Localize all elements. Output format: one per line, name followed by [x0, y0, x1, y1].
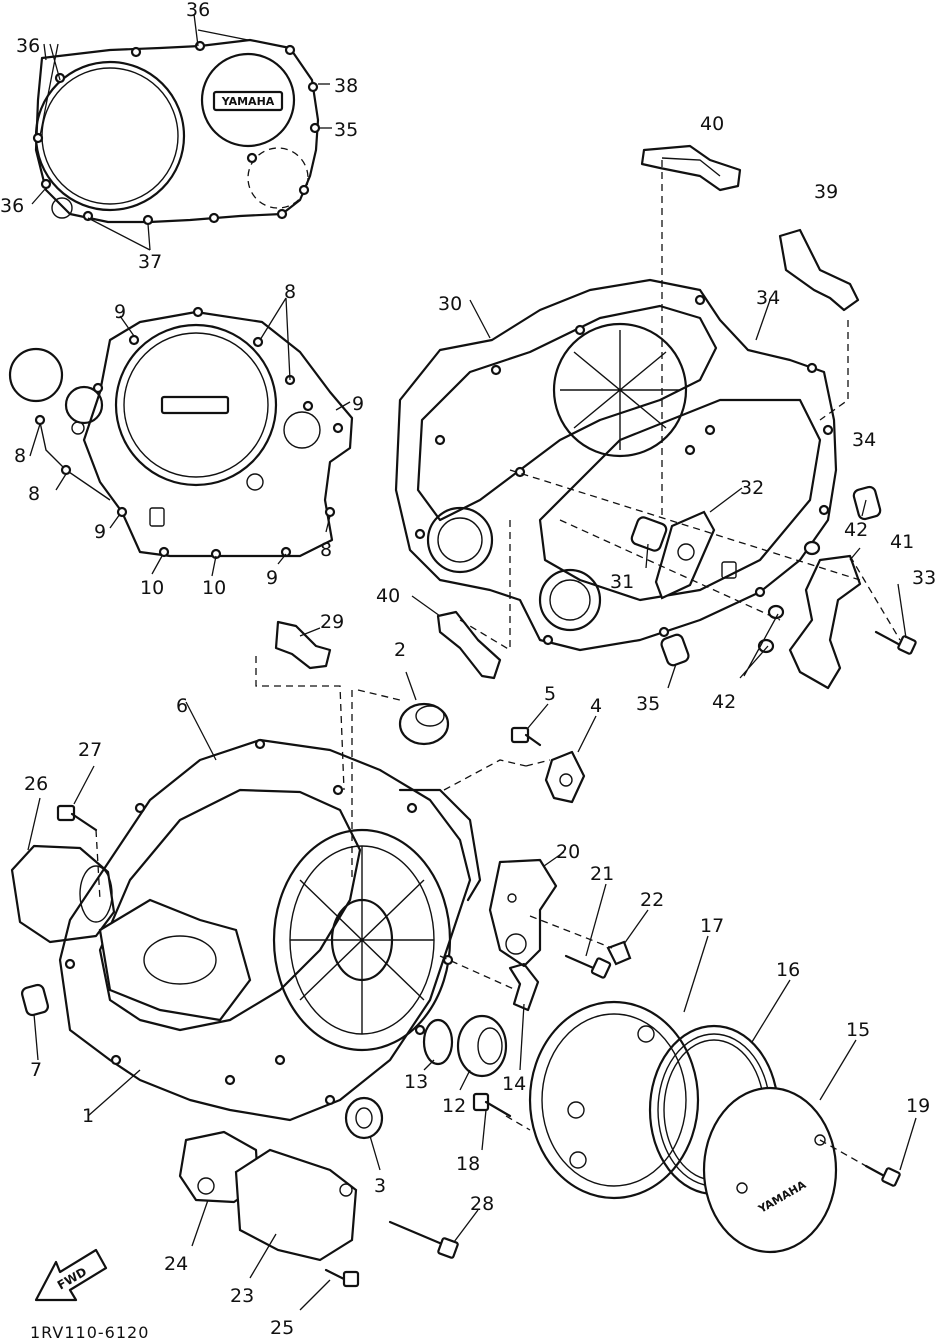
callout-12: 13 — [404, 1071, 428, 1093]
callout-22: 23 — [230, 1285, 254, 1307]
dowel-34-upper — [852, 485, 882, 521]
outer-cover-assembly: YAMAHA — [32, 38, 321, 226]
callout-42a: 42 — [844, 519, 868, 541]
crankcase-assembly — [394, 278, 838, 652]
callout-5: 5 — [544, 683, 556, 705]
callout-40: 40 — [376, 585, 400, 607]
bearing-3 — [344, 1096, 384, 1140]
callout-26: 27 — [78, 739, 102, 761]
callout-7: 7 — [30, 1059, 42, 1081]
callout-16: 17 — [700, 915, 724, 937]
cap-11 — [456, 1014, 508, 1078]
callout-42b: 42 — [712, 691, 736, 713]
bracket-38 — [778, 228, 860, 312]
callout-31: 32 — [740, 477, 764, 499]
callout-14: 15 — [846, 1019, 870, 1041]
callout-36b: 36 — [16, 35, 40, 57]
callout-20: 21 — [590, 863, 614, 885]
plate-4 — [544, 750, 586, 804]
callout-10a: 9 — [352, 393, 364, 415]
bearing-2 — [398, 702, 450, 746]
callout-13: 14 — [502, 1073, 526, 1095]
bolt-18 — [864, 1164, 901, 1187]
callout-37: 38 — [334, 75, 358, 97]
callout-9a: 8 — [284, 281, 296, 303]
callout-23: 24 — [164, 1253, 188, 1275]
callout-41: 41 — [890, 531, 914, 553]
callout-15: 16 — [776, 959, 800, 981]
cover-logo: YAMAHA — [221, 95, 275, 108]
bolt-32 — [874, 630, 917, 655]
callout-24: 25 — [270, 1317, 294, 1339]
callout-9d: 9 — [266, 567, 278, 589]
callout-33: 34 — [756, 287, 780, 309]
callout-35a: 35 — [334, 119, 358, 141]
callout-34a: 34 — [852, 429, 876, 451]
forward-direction-arrow: FWD — [34, 1248, 108, 1302]
washers-42 — [757, 540, 821, 654]
cover-14: YAMAHA — [702, 1086, 838, 1254]
callout-34b: 35 — [636, 693, 660, 715]
bracket-28 — [274, 620, 332, 670]
callout-4: 4 — [590, 695, 602, 717]
callout-10c: 10 — [202, 577, 226, 599]
callout-9c: 9 — [94, 521, 106, 543]
generator-cover-assembly — [58, 738, 482, 1122]
callout-35b: 36 — [0, 195, 24, 217]
bolt-26 — [56, 804, 98, 832]
callout-8b: 8 — [28, 483, 40, 505]
bolt-24 — [324, 1268, 360, 1288]
callout-32: 33 — [912, 567, 936, 589]
callout-3: 3 — [374, 1175, 386, 1197]
bolt-5 — [510, 726, 542, 747]
callout-36a: 36 — [186, 0, 210, 21]
bolt-17 — [472, 1092, 512, 1118]
callout-21: 22 — [640, 889, 664, 911]
callout-38: 39 — [814, 181, 838, 203]
callout-19: 20 — [556, 841, 580, 863]
callout-17: 18 — [456, 1153, 480, 1175]
callout-10b: 10 — [140, 577, 164, 599]
starter-motor-25 — [10, 844, 116, 944]
callout-11: 12 — [442, 1095, 466, 1117]
bracket-19 — [488, 858, 558, 968]
callout-25: 26 — [24, 773, 48, 795]
cover-gasket-16 — [528, 1000, 700, 1200]
bracket-40 — [436, 610, 502, 680]
figure-code: 1RV110-6120 — [30, 1323, 149, 1341]
dowel-7 — [20, 983, 50, 1017]
callout-8c: 8 — [320, 539, 332, 561]
callout-28: 29 — [320, 611, 344, 633]
bolt-27 — [388, 1220, 459, 1259]
bracket-13 — [508, 962, 540, 1012]
bracket-39 — [640, 144, 742, 192]
assembly-lines — [27, 13, 917, 1311]
cover-22 — [234, 1148, 358, 1262]
callout-8a: 8 — [14, 445, 26, 467]
o-ring-12 — [422, 1018, 454, 1066]
callout-6: 6 — [176, 695, 188, 717]
cover-gasket-assembly — [8, 306, 354, 560]
callout-9b: 9 — [114, 301, 126, 323]
callout-27: 28 — [470, 1193, 494, 1215]
callout-1: 1 — [82, 1105, 94, 1127]
dowel-34-lower — [660, 633, 690, 667]
bolt-21 — [606, 940, 632, 966]
callout-2: 2 — [394, 639, 406, 661]
callout-36c: 37 — [138, 251, 162, 273]
callout-30: 31 — [610, 571, 634, 593]
bolt-20 — [564, 954, 612, 979]
callout-39: 40 — [700, 113, 724, 135]
bracket-41 — [788, 554, 862, 690]
callout-29: 30 — [438, 293, 462, 315]
callout-18: 19 — [906, 1095, 930, 1117]
